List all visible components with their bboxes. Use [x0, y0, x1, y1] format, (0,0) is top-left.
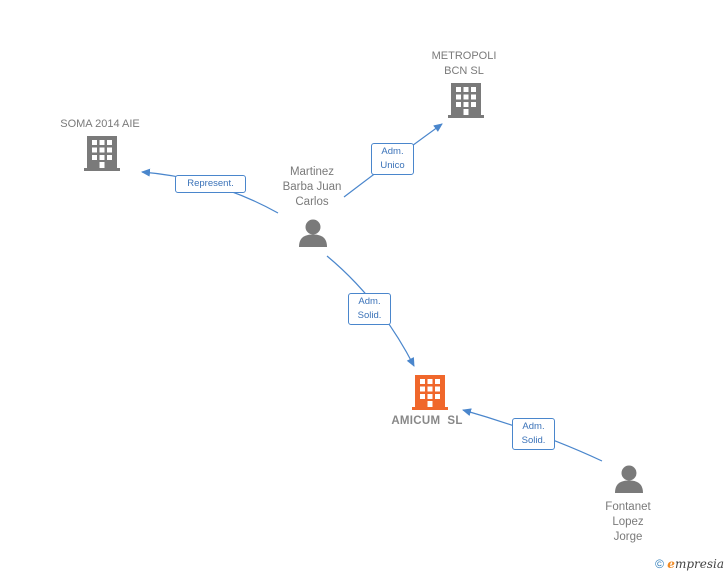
node-metropoli-line1: METROPOLI — [431, 50, 497, 62]
building-icon — [84, 136, 120, 171]
node-metropoli-label[interactable]: METROPOLI BCN SL — [414, 49, 514, 79]
node-martinez-line1: Martinez — [289, 166, 335, 178]
node-soma-label[interactable]: SOMA 2014 AIE — [50, 117, 150, 132]
node-fontanet-label[interactable]: Fontanet Lopez Jorge — [578, 500, 678, 545]
brand-logo-text: mpresia — [674, 557, 724, 571]
copyright-symbol: © — [655, 557, 664, 571]
edge-label-represent-text: Represent. — [187, 178, 234, 189]
edge-label-adm-solid-2-line1: Adm. — [522, 421, 545, 432]
node-fontanet-line1: Fontanet — [605, 501, 651, 513]
edge-label-adm-unico-line1: Adm. — [381, 146, 404, 157]
node-martinez-line2: Barba Juan — [282, 181, 342, 193]
node-soma-name: SOMA 2014 AIE — [60, 118, 140, 130]
edge-label-adm-solid-2-line2: Solid. — [521, 435, 546, 446]
brand-logo-e: e — [667, 557, 675, 571]
edge-label-adm-unico: Adm. Unico — [371, 143, 414, 175]
node-martinez-line3: Carlos — [295, 196, 329, 208]
edge-label-adm-solid-1: Adm. Solid. — [348, 293, 391, 325]
edge-label-represent: Represent. — [175, 175, 246, 193]
node-amicum-name: AMICUM SL — [391, 415, 463, 427]
node-fontanet-line2: Lopez — [612, 516, 644, 528]
edge-label-adm-solid-2: Adm. Solid. — [512, 418, 555, 450]
node-fontanet-line3: Jorge — [613, 531, 643, 543]
person-icon — [615, 465, 643, 493]
edge-label-adm-solid-1-line1: Adm. — [358, 296, 381, 307]
brand-footer[interactable]: © empresia — [655, 557, 724, 571]
edge-label-adm-solid-1-line2: Solid. — [357, 310, 382, 321]
person-icon — [299, 219, 327, 247]
building-icon — [412, 375, 448, 410]
edge-label-adm-unico-line2: Unico — [380, 160, 405, 171]
node-martinez-label[interactable]: Martinez Barba Juan Carlos — [262, 165, 362, 210]
building-icon — [448, 83, 484, 118]
brand-logo: empresia — [667, 557, 724, 571]
node-amicum-label[interactable]: AMICUM SL — [375, 414, 479, 429]
node-metropoli-line2: BCN SL — [444, 65, 484, 77]
